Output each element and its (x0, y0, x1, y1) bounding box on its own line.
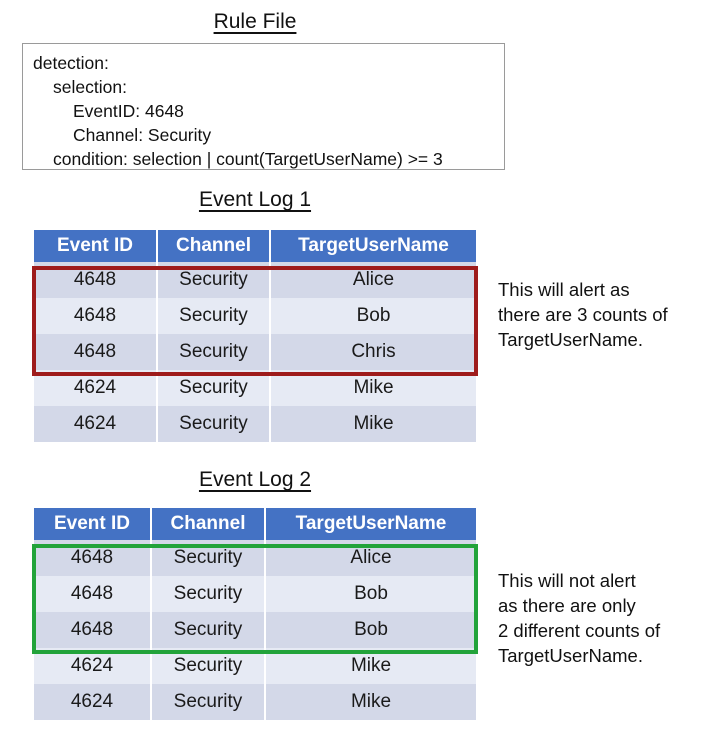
rule-file-title: Rule File (213, 10, 297, 33)
table-row: 4648 Security Bob (34, 576, 476, 612)
table-row: 4648 Security Alice (34, 262, 476, 298)
cell-event-id: 4648 (34, 298, 158, 334)
cell-channel: Security (158, 298, 271, 334)
rule-line-selection: selection: (53, 77, 127, 97)
rule-line-detection: detection: (33, 53, 109, 73)
event-log-1-title: Event Log 1 (198, 188, 312, 211)
cell-event-id: 4624 (34, 648, 152, 684)
rule-file-box: detection: selection: EventID: 4648 Chan… (22, 43, 505, 170)
cell-targetusername: Bob (266, 576, 476, 612)
cell-targetusername: Mike (271, 370, 476, 406)
cell-channel: Security (158, 370, 271, 406)
event-log-1-table: Event ID Channel TargetUserName 4648 Sec… (34, 230, 476, 442)
cell-targetusername: Mike (266, 648, 476, 684)
column-header-channel[interactable]: Channel (158, 230, 271, 262)
table-row: 4624 Security Mike (34, 406, 476, 442)
cell-targetusername: Bob (271, 298, 476, 334)
event-log-2-title: Event Log 2 (198, 468, 312, 491)
table-row: 4648 Security Chris (34, 334, 476, 370)
column-header-targetusername[interactable]: TargetUserName (266, 508, 476, 540)
cell-targetusername: Mike (271, 406, 476, 442)
event-log-2-note: This will not alert as there are only 2 … (498, 570, 661, 666)
cell-event-id: 4648 (34, 612, 152, 648)
cell-channel: Security (152, 648, 266, 684)
column-header-targetusername[interactable]: TargetUserName (271, 230, 476, 262)
table-header-row: Event ID Channel TargetUserName (34, 230, 476, 262)
cell-event-id: 4648 (34, 334, 158, 370)
cell-targetusername: Bob (266, 612, 476, 648)
rule-line-channel: Channel: Security (73, 125, 212, 145)
table-row: 4624 Security Mike (34, 684, 476, 720)
rule-line-eventid: EventID: 4648 (73, 101, 184, 121)
cell-targetusername: Alice (271, 262, 476, 298)
event-log-2-table: Event ID Channel TargetUserName 4648 Sec… (34, 508, 476, 720)
table-row: 4624 Security Mike (34, 370, 476, 406)
table-row: 4648 Security Bob (34, 612, 476, 648)
rule-line-condition: condition: selection | count(TargetUserN… (53, 149, 443, 169)
column-header-channel[interactable]: Channel (152, 508, 266, 540)
cell-channel: Security (152, 684, 266, 720)
cell-event-id: 4648 (34, 262, 158, 298)
event-log-1-note: This will alert as there are 3 counts of… (498, 279, 668, 350)
cell-channel: Security (152, 612, 266, 648)
table-row: 4624 Security Mike (34, 648, 476, 684)
cell-targetusername: Mike (266, 684, 476, 720)
cell-event-id: 4624 (34, 370, 158, 406)
cell-event-id: 4648 (34, 576, 152, 612)
column-header-event-id[interactable]: Event ID (34, 508, 152, 540)
cell-event-id: 4624 (34, 406, 158, 442)
cell-event-id: 4648 (34, 540, 152, 576)
cell-channel: Security (158, 262, 271, 298)
cell-targetusername: Chris (271, 334, 476, 370)
table-row: 4648 Security Bob (34, 298, 476, 334)
cell-channel: Security (158, 406, 271, 442)
column-header-event-id[interactable]: Event ID (34, 230, 158, 262)
cell-channel: Security (152, 576, 266, 612)
cell-targetusername: Alice (266, 540, 476, 576)
cell-event-id: 4624 (34, 684, 152, 720)
table-row: 4648 Security Alice (34, 540, 476, 576)
cell-channel: Security (158, 334, 271, 370)
cell-channel: Security (152, 540, 266, 576)
table-header-row: Event ID Channel TargetUserName (34, 508, 476, 540)
